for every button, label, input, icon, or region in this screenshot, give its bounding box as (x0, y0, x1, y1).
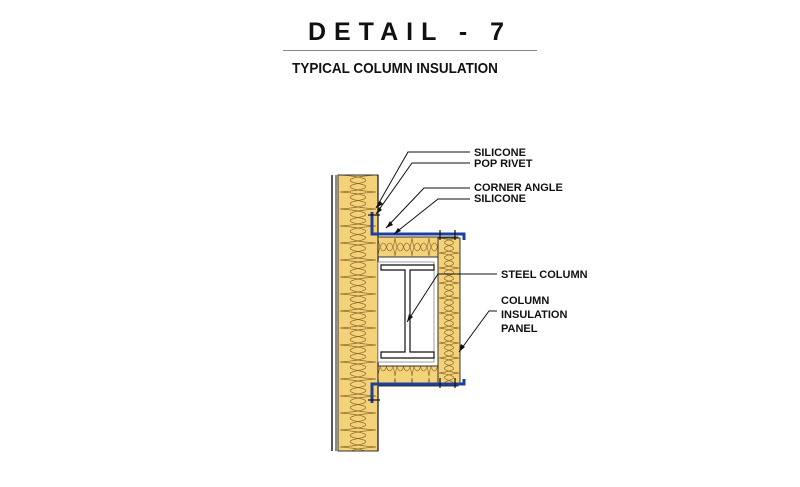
leader-steel-column (406, 273, 497, 323)
leader-arrowheads (376, 201, 465, 352)
label-pop-rivet: POP RIVET (474, 158, 533, 170)
label-column-insulation-panel-line2: INSULATION (501, 309, 567, 321)
leader-silicone-top (375, 151, 470, 209)
detail-subtitle: TYPICAL COLUMN INSULATION (292, 60, 498, 77)
leader-insulation-panel (458, 310, 497, 353)
corner-angles (370, 212, 466, 403)
leader-pop-rivet (375, 162, 470, 215)
detail-title: DETAIL - 7 (307, 18, 513, 46)
label-steel-column: STEEL COLUMN (501, 269, 588, 281)
leader-corner-angle (385, 187, 470, 229)
leader-lines (375, 151, 497, 353)
label-corner-angle: CORNER ANGLE (474, 182, 563, 194)
column-insulation-right (437, 237, 461, 385)
label-silicone-top: SILICONE (474, 147, 526, 159)
label-column-insulation-panel-line1: COLUMN (501, 295, 549, 307)
leader-silicone-bottom (393, 198, 470, 235)
steel-column (377, 261, 435, 363)
label-silicone-bottom: SILICONE (474, 193, 526, 205)
title-underline (283, 50, 537, 51)
rivets (368, 214, 456, 401)
label-column-insulation-panel-line3: PANEL (501, 323, 538, 335)
